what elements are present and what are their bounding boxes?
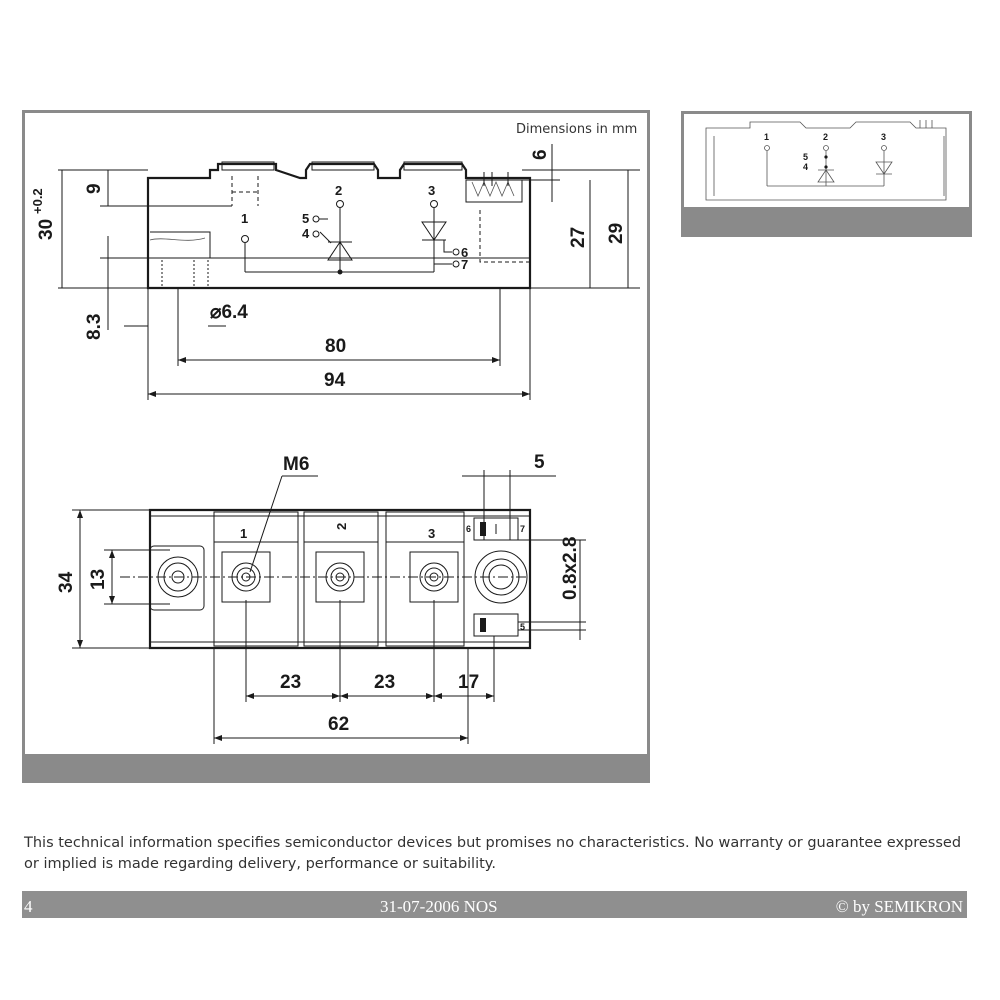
pin-label-6: 6	[461, 245, 468, 260]
dim-height-tolerance: +0.2	[30, 188, 45, 214]
dim-pin-top: 6	[530, 149, 551, 160]
aux-label-5: 5	[520, 622, 525, 632]
aux-label-6: 6	[466, 524, 471, 534]
top-view: 1 2 3 6 7 5 M6 5 34 13	[56, 452, 586, 744]
aux-pin-6-7	[473, 517, 519, 541]
dim-hole-spacing: 80	[325, 336, 346, 357]
aux-label-7: 7	[520, 524, 525, 534]
circuit-schematic: 1 2 5 4 3 6 7	[241, 183, 468, 275]
thyristor-symbol	[327, 241, 353, 261]
units-note: Dimensions in mm	[516, 122, 637, 137]
dim-width: 34	[56, 571, 77, 593]
diode-symbol	[421, 221, 447, 241]
thumb-pin-3: 3	[881, 132, 886, 142]
dim-pitch-2-3: 23	[374, 672, 395, 693]
pin-label-4: 4	[302, 226, 310, 241]
module-housing-side	[146, 162, 532, 290]
thumb-pin-1: 1	[764, 132, 769, 142]
side-view: 1 2 5 4 3 6 7 3	[30, 144, 640, 400]
pin-label-7: 7	[461, 257, 468, 272]
pin-label-5: 5	[302, 211, 309, 226]
terminal-label-1: 1	[240, 526, 247, 541]
thumb-pin-2: 2	[823, 132, 828, 142]
terminal-lug-1	[221, 161, 275, 171]
mount-hole-section-left	[147, 257, 163, 289]
dimension-drawing-frame	[22, 110, 650, 783]
footer-page-number: 4	[24, 897, 33, 916]
schematic-thumbnail-frame	[681, 111, 972, 237]
dim-pitch-1-2: 23	[280, 672, 301, 693]
dim-pin-size: 0.8x2.8	[560, 537, 581, 600]
footer-copyright: © by SEMIKRON	[835, 897, 963, 916]
thumbnail-bottom-bar	[684, 207, 969, 234]
terminal-lug-3	[403, 161, 463, 171]
disclaimer-text: This technical information specifies sem…	[24, 835, 962, 872]
frame-bottom-bar	[25, 754, 647, 780]
dim-base-thickness: 8.3	[84, 314, 105, 340]
page-footer: 4 31-07-2006 NOS © by SEMIKRON	[22, 891, 967, 918]
thumb-pin-4: 4	[803, 162, 808, 172]
dim-span: 62	[328, 714, 349, 735]
dim-pin-height-27: 27	[568, 227, 589, 248]
terminal-label-3: 3	[428, 526, 435, 541]
dim-pin-height-29: 29	[606, 223, 627, 244]
dim-pin-width: 5	[534, 452, 545, 473]
pin-label-1: 1	[241, 211, 248, 226]
terminal-label-2: 2	[334, 523, 349, 530]
pin-label-2: 2	[335, 183, 342, 198]
dim-height-total: 30	[36, 219, 57, 240]
dim-hole-diameter: ⌀6.4	[210, 302, 248, 323]
dim-pitch-3-aux: 17	[458, 672, 479, 693]
footer-date-code: 31-07-2006 NOS	[380, 897, 498, 916]
dim-hole-offset: 13	[88, 569, 109, 590]
mount-hole-section-right	[193, 257, 209, 289]
dim-top-step: 9	[84, 183, 105, 194]
dim-thread: M6	[283, 454, 309, 475]
thumb-pin-5: 5	[803, 152, 808, 162]
terminal-lug-2	[311, 161, 375, 171]
dim-length: 94	[324, 370, 346, 391]
aux-pin-housing	[465, 179, 523, 203]
pin-label-3: 3	[428, 183, 435, 198]
aux-pin-5	[473, 613, 519, 637]
